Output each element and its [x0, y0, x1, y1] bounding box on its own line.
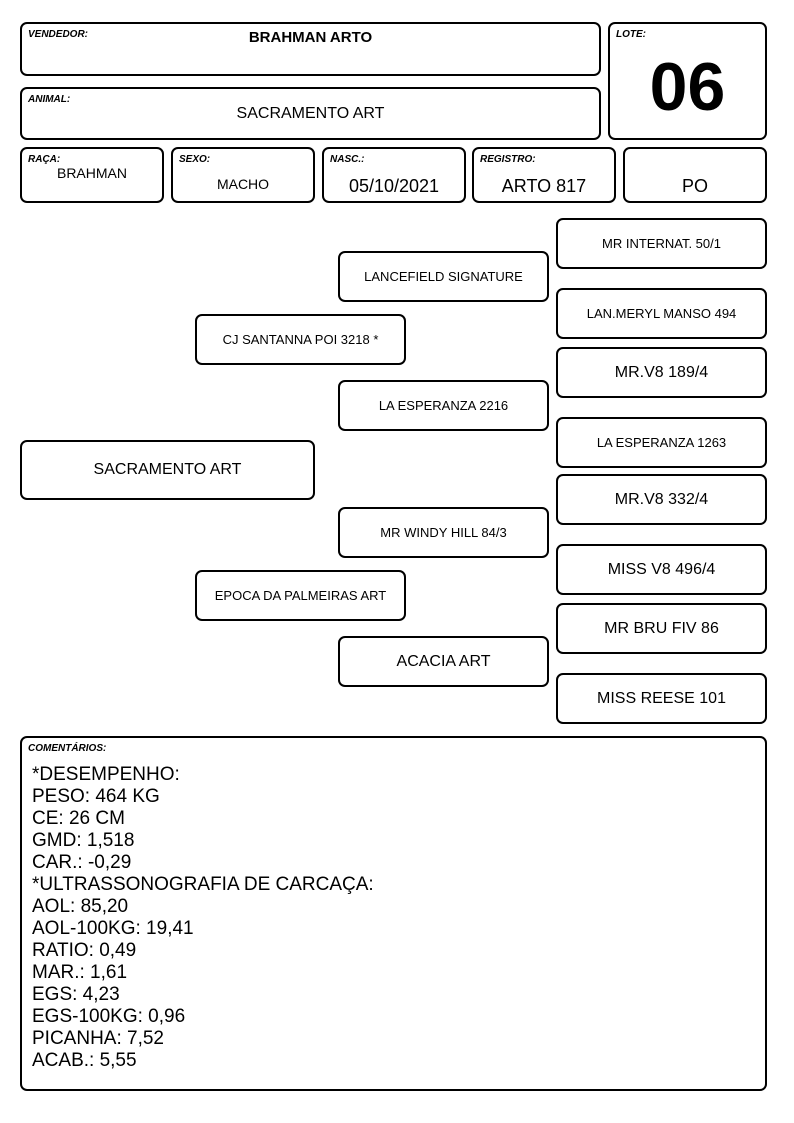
pedigree-sire-sire-sire: MR INTERNAT. 50/1 — [556, 218, 767, 269]
sexo-value: MACHO — [216, 176, 270, 192]
categoria-box: PO — [623, 147, 767, 203]
pedigree-sire-sire-dam: LAN.MERYL MANSO 494 — [556, 288, 767, 339]
animal-value: SACRAMENTO ART — [236, 105, 385, 122]
comment-line: *ULTRASSONOGRAFIA DE CARCAÇA: — [32, 874, 374, 895]
nasc-value: 05/10/2021 — [348, 176, 440, 196]
pedigree-sire: CJ SANTANNA POI 3218 * — [195, 314, 406, 365]
registro-box: REGISTRO: ARTO 817 — [472, 147, 616, 203]
pedigree-sire-sire: LANCEFIELD SIGNATURE — [338, 251, 549, 302]
comment-line: RATIO: 0,49 — [32, 940, 137, 961]
pedigree-dam-dam: ACACIA ART — [338, 636, 549, 687]
vendedor-box: VENDEDOR: BRAHMAN ARTO — [20, 22, 601, 76]
comment-line: CE: 26 CM — [32, 808, 125, 829]
vendedor-value: BRAHMAN ARTO — [248, 29, 373, 46]
pedigree-sire-dam: LA ESPERANZA 2216 — [338, 380, 549, 431]
animal-label: ANIMAL: — [28, 94, 71, 105]
lote-value: 06 — [649, 49, 726, 125]
categoria-value: PO — [681, 176, 708, 196]
comment-line: EGS: 4,23 — [32, 984, 120, 1005]
comment-line: PICANHA: 7,52 — [32, 1028, 164, 1049]
pedigree-dam: EPOCA DA PALMEIRAS ART — [195, 570, 406, 621]
pedigree-sire-dam-dam: LA ESPERANZA 1263 — [556, 417, 767, 468]
comment-line: GMD: 1,518 — [32, 830, 135, 851]
pedigree-dam-dam-sire: MR BRU FIV 86 — [556, 603, 767, 654]
pedigree-sire-dam-sire: MR.V8 189/4 — [556, 347, 767, 398]
comments-body: *DESEMPENHO: PESO: 464 KG CE: 26 CM GMD:… — [32, 764, 374, 1072]
sexo-label: SEXO: — [179, 154, 211, 165]
lote-box: LOTE: 06 — [608, 22, 767, 140]
comments-box: COMENTÁRIOS: *DESEMPENHO: PESO: 464 KG C… — [20, 736, 767, 1091]
comment-line: CAR.: -0,29 — [32, 852, 132, 873]
vendedor-label: VENDEDOR: — [28, 29, 89, 40]
nasc-box: NASC.: 05/10/2021 — [322, 147, 466, 203]
registro-value: ARTO 817 — [501, 176, 587, 196]
pedigree-dam-sire: MR WINDY HILL 84/3 — [338, 507, 549, 558]
comment-line: PESO: 464 KG — [32, 786, 160, 807]
comment-line: *DESEMPENHO: — [32, 764, 180, 785]
comment-line: EGS-100KG: 0,96 — [32, 1006, 186, 1027]
sexo-box: SEXO: MACHO — [171, 147, 315, 203]
registro-label: REGISTRO: — [480, 154, 536, 165]
raca-label: RAÇA: — [28, 154, 61, 165]
comment-line: MAR.: 1,61 — [32, 962, 128, 983]
animal-box: ANIMAL: SACRAMENTO ART — [20, 87, 601, 140]
comment-line: ACAB.: 5,55 — [32, 1050, 137, 1071]
lote-label: LOTE: — [616, 29, 646, 40]
pedigree-animal: SACRAMENTO ART — [20, 440, 315, 500]
nasc-label: NASC.: — [330, 154, 365, 165]
pedigree-dam-dam-dam: MISS REESE 101 — [556, 673, 767, 724]
pedigree-dam-sire-dam: MISS V8 496/4 — [556, 544, 767, 595]
raca-box: RAÇA: BRAHMAN — [20, 147, 164, 203]
comment-line: AOL-100KG: 19,41 — [32, 918, 194, 939]
comments-label: COMENTÁRIOS: — [28, 743, 107, 754]
comment-line: AOL: 85,20 — [32, 896, 129, 917]
raca-value: BRAHMAN — [56, 165, 127, 181]
pedigree-dam-sire-sire: MR.V8 332/4 — [556, 474, 767, 525]
